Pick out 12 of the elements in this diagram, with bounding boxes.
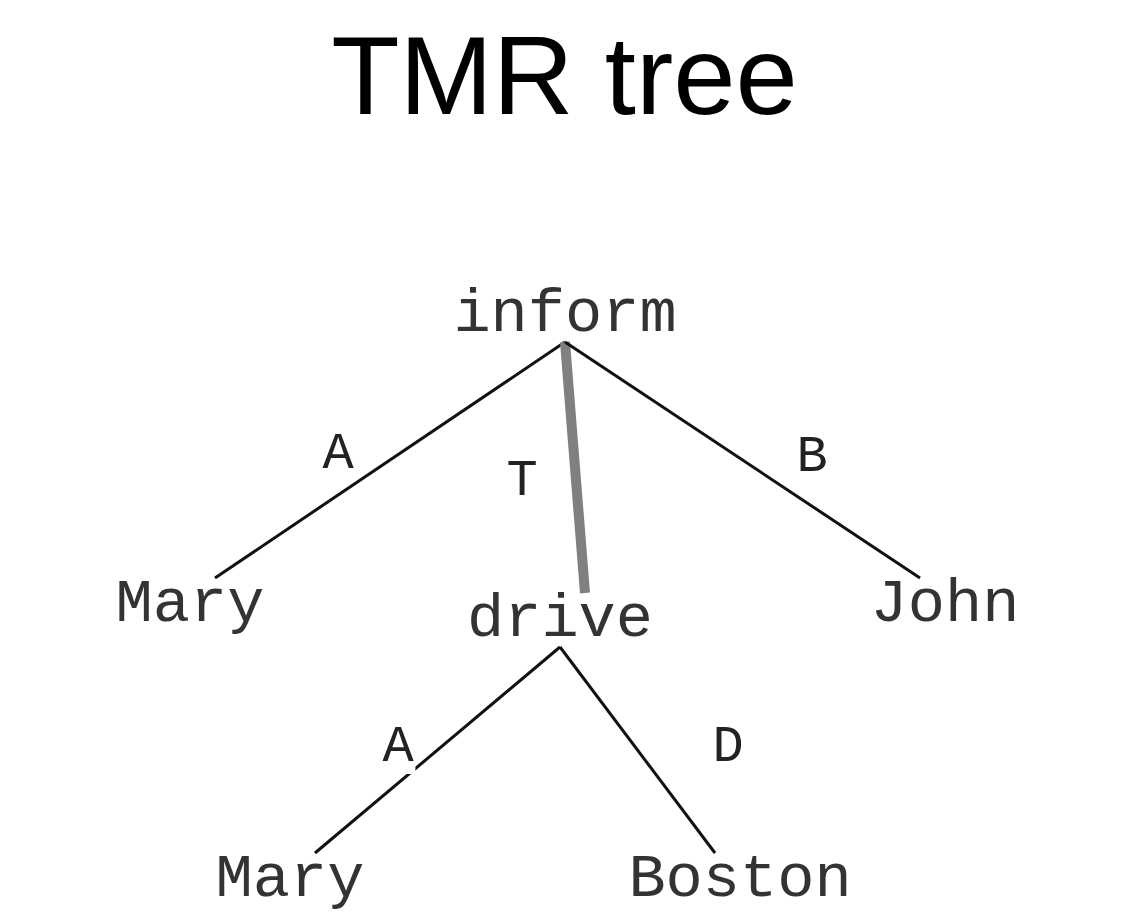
connector-line (558, 646, 717, 854)
tree-node-label: Boston (628, 849, 852, 911)
tree-node-label: Mary (115, 574, 265, 636)
tree-node-label: drive (467, 589, 653, 651)
connector-line (214, 340, 566, 580)
title: TMR tree (330, 20, 799, 132)
tree-node-label: John (870, 574, 1020, 636)
tree-node-label: Mary (215, 849, 365, 911)
connector-line (560, 341, 590, 594)
tree-node-label: inform (453, 284, 677, 346)
connector-line (564, 340, 921, 580)
connector-line (314, 645, 561, 855)
